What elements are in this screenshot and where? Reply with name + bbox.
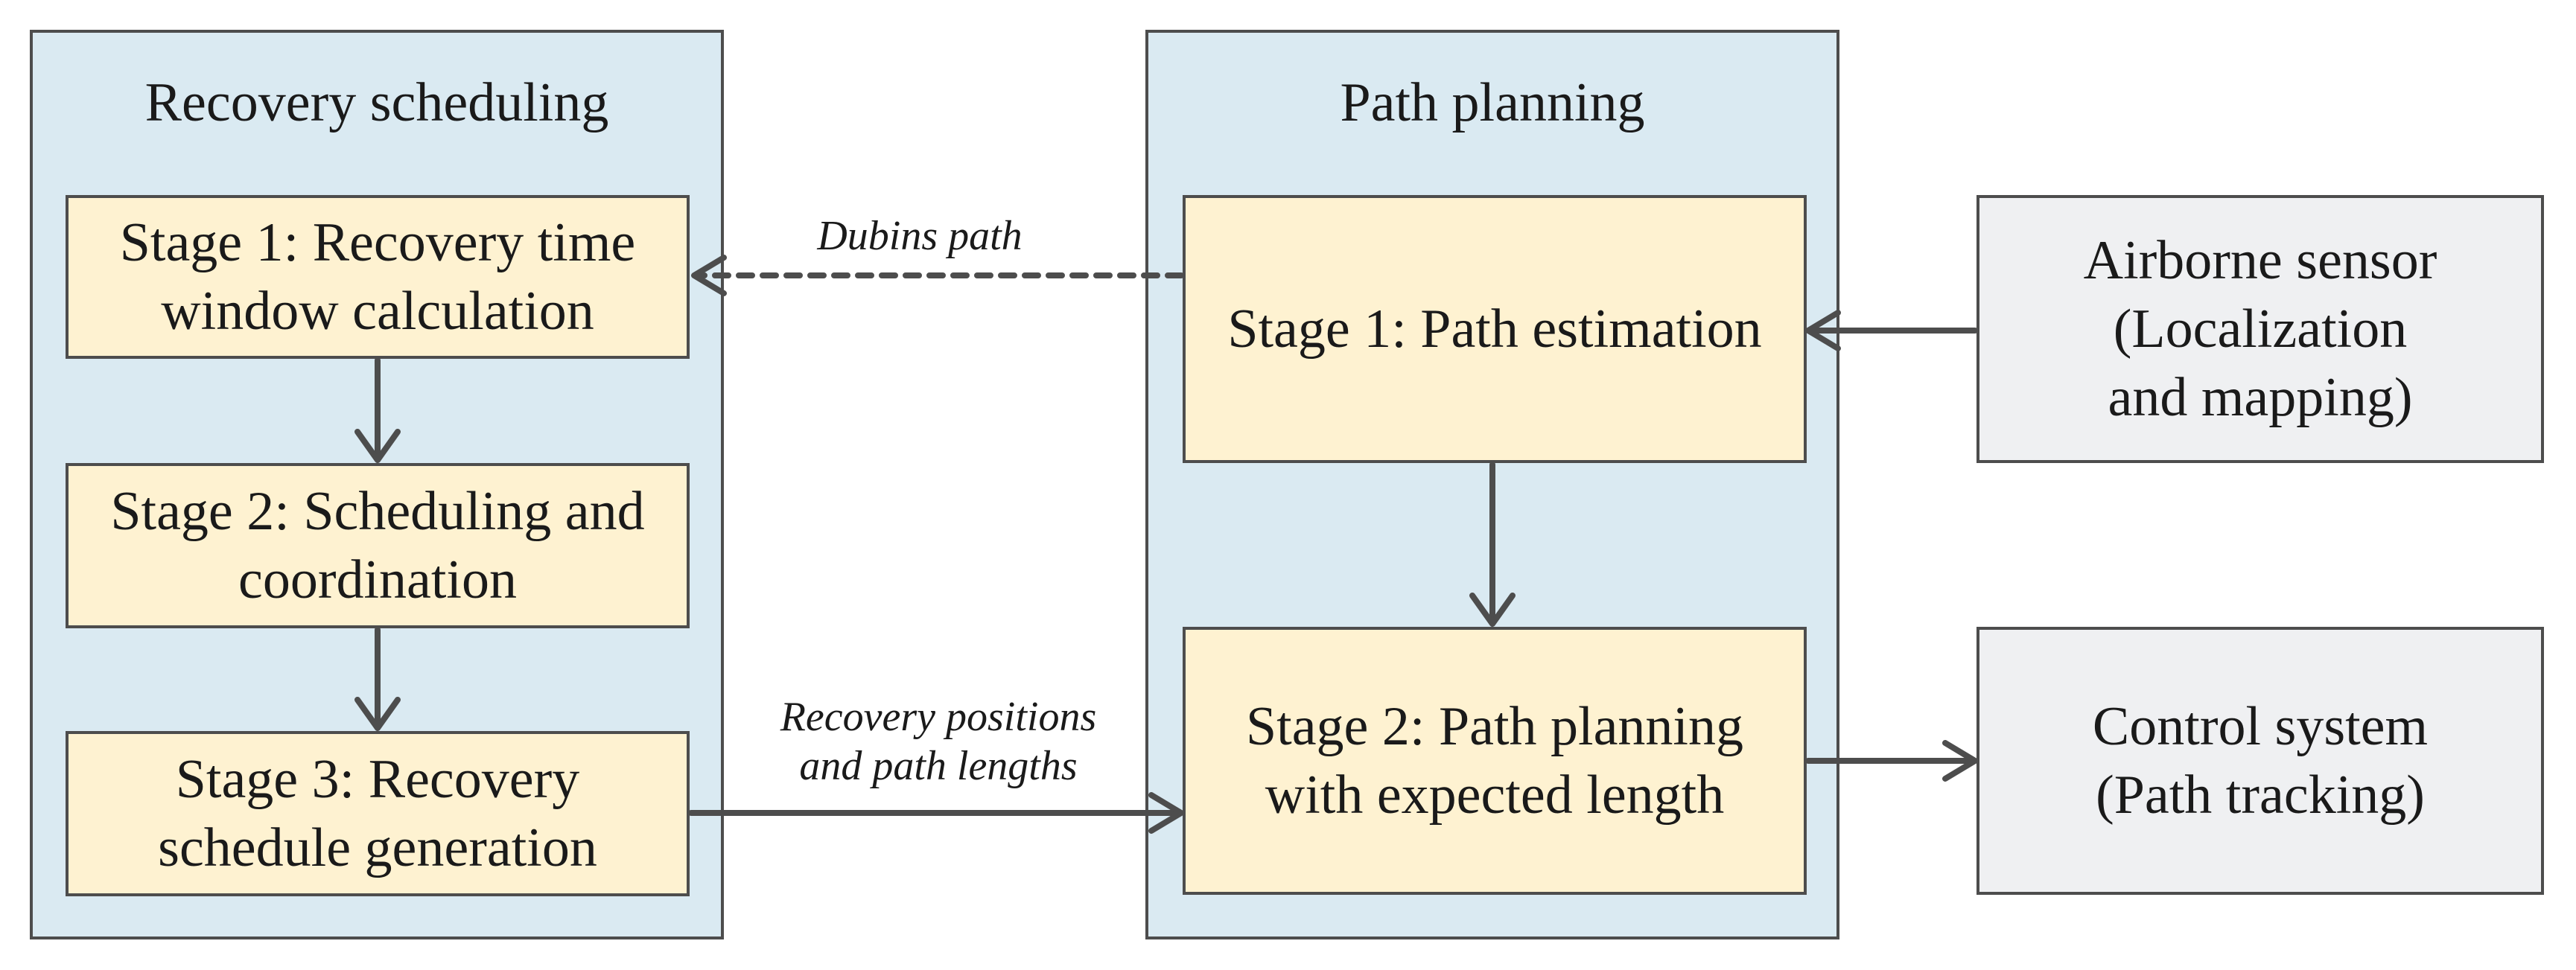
recovery-stage-1-box: Stage 1: Recovery time window calculatio… <box>66 195 690 359</box>
arrowhead-rs1-to-rs2 <box>354 429 401 463</box>
recovery-scheduling-title: Recovery scheduling <box>144 72 609 133</box>
recovery-stage-3-line-1: Stage 3: Recovery <box>175 749 580 810</box>
path-stage-1-line-1: Stage 1: Path estimation <box>1227 299 1762 360</box>
path-stage-2-box: Stage 2: Path planning with expected len… <box>1183 627 1807 895</box>
recovery-stage-1-line-1: Stage 1: Recovery time <box>119 212 636 273</box>
path-planning-title: Path planning <box>1340 72 1645 133</box>
control-system-line-1: Control system <box>2092 696 2429 757</box>
recovery-positions-label-line-1: Recovery positions <box>780 694 1097 740</box>
arrowhead-sensor-to-pp1 <box>1805 310 1841 351</box>
recovery-stage-3-box: Stage 3: Recovery schedule generation <box>66 731 690 896</box>
path-stage-1-box: Stage 1: Path estimation <box>1183 195 1807 463</box>
airborne-sensor-line-2: (Localization <box>2113 299 2408 360</box>
recovery-positions-label: Recovery positions and path lengths <box>737 692 1139 791</box>
arrowhead-dubins-path <box>691 255 727 296</box>
dubins-path-label: Dubins path <box>817 213 1023 259</box>
path-stage-2-line-2: with expected length <box>1265 765 1725 826</box>
arrowhead-pp2-to-control <box>1942 740 1978 782</box>
recovery-stage-1-line-2: window calculation <box>161 281 594 342</box>
control-system-line-2: (Path tracking) <box>2096 765 2425 826</box>
airborne-sensor-line-1: Airborne sensor <box>2083 230 2437 291</box>
arrowhead-rs3-to-pp2 <box>1148 792 1184 834</box>
path-stage-2-line-1: Stage 2: Path planning <box>1246 696 1743 757</box>
recovery-positions-label-line-2: and path lengths <box>799 743 1078 789</box>
airborne-sensor-line-3: and mapping) <box>2108 367 2413 428</box>
recovery-stage-2-line-2: coordination <box>238 549 517 610</box>
control-system-box: Control system (Path tracking) <box>1976 627 2544 895</box>
airborne-sensor-box: Airborne sensor (Localization and mappin… <box>1976 195 2544 463</box>
recovery-stage-2-line-1: Stage 2: Scheduling and <box>110 481 645 542</box>
recovery-stage-3-line-2: schedule generation <box>158 817 597 878</box>
arrowhead-pp1-to-pp2 <box>1469 593 1516 627</box>
arrowhead-rs2-to-rs3 <box>354 697 401 731</box>
